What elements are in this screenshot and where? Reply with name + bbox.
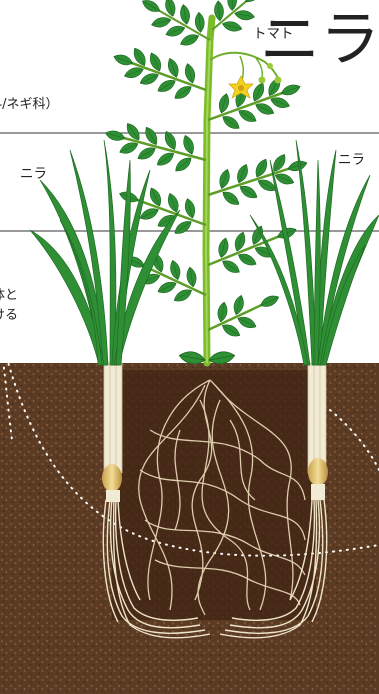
description-line-1: 体と	[0, 286, 18, 306]
page-subtitle: （ユリ科/ネギ科）	[0, 93, 59, 112]
nira-leaves-right	[250, 140, 379, 365]
description-note: 体と ける	[0, 286, 18, 326]
label-nira-left: ニラ	[20, 162, 47, 182]
dark-root-zone	[112, 370, 316, 620]
description-line-2: ける	[0, 306, 18, 326]
label-nira-right: ニラ	[338, 148, 365, 168]
nira-leaves-left	[30, 140, 180, 365]
nira-bulb-left	[102, 464, 122, 492]
label-tomato: トマト	[253, 22, 294, 42]
nira-bulb-right	[308, 458, 328, 486]
